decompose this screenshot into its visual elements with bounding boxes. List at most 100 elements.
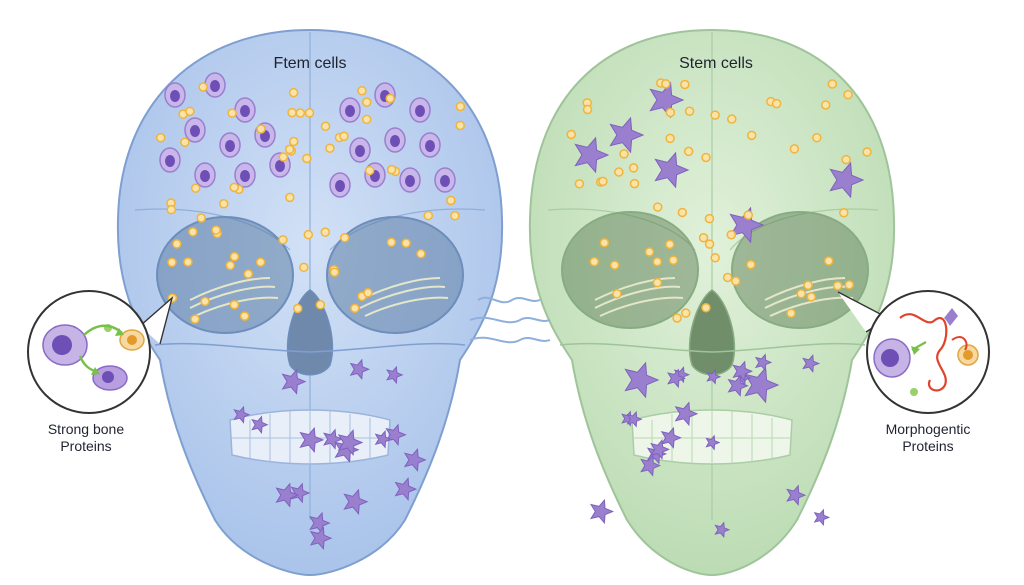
orange-dot [180, 137, 190, 147]
right-eye-socket-l [561, 211, 699, 329]
orange-dot [198, 82, 208, 92]
orange-dot [302, 153, 312, 164]
orange-dot [288, 136, 299, 147]
branched-cell [660, 426, 682, 449]
orange-dot [803, 280, 813, 291]
orange-dot [665, 239, 675, 250]
orange-dot [684, 106, 695, 117]
orange-dot [644, 247, 655, 257]
cell-nucleus [200, 170, 210, 182]
cell-nucleus [415, 105, 425, 117]
orange-dot [315, 300, 326, 310]
orange-dot [229, 251, 240, 262]
left-eye-socket-r [326, 216, 464, 334]
orange-dot [839, 207, 849, 218]
orange-dot [219, 199, 229, 209]
branched-cell [323, 428, 344, 450]
orange-dot [665, 133, 675, 144]
branched-cell [706, 368, 722, 385]
orange-dot [295, 108, 306, 118]
cell-layer [155, 72, 872, 551]
right-callout [837, 290, 990, 414]
orange-dot [665, 107, 676, 118]
cell-nucleus [210, 80, 220, 92]
orange-dot [668, 255, 679, 265]
orange-dot [225, 260, 235, 271]
orange-dot [661, 79, 671, 89]
orange-dot [629, 178, 640, 189]
orange-dot [820, 100, 831, 110]
connector-waves [469, 296, 551, 344]
branched-cell [744, 366, 780, 404]
orange-dot [574, 179, 585, 189]
cell-nucleus [440, 175, 450, 187]
orange-dot [188, 227, 198, 237]
branched-cell [714, 521, 731, 539]
orange-dot [155, 132, 166, 143]
orange-dot [166, 204, 177, 215]
branched-cell [650, 438, 670, 460]
orange-dot [704, 239, 715, 249]
cell-nucleus [335, 180, 345, 192]
cell-nucleus [405, 175, 415, 187]
cell-nucleus [355, 145, 365, 157]
orange-dot [726, 229, 737, 240]
right-callout-caption: Morphogentic Proteins [858, 421, 998, 455]
orange-dot [172, 239, 182, 249]
branched-cell [386, 365, 404, 385]
left-caption-line1: Strong bone [47, 421, 125, 437]
orange-dot [190, 183, 201, 193]
branched-cell [299, 426, 325, 453]
orange-dot [731, 276, 741, 286]
orange-dot [789, 144, 800, 154]
branched-cell [621, 410, 637, 427]
right-skull [528, 28, 896, 577]
orange-dot [285, 192, 295, 203]
left-caption-line2: Proteins [60, 438, 112, 454]
branched-cell [674, 401, 699, 427]
orange-dot [361, 114, 372, 125]
orange-dot [385, 93, 395, 104]
branched-cell [385, 423, 407, 447]
branched-cell [343, 488, 369, 515]
orange-dot [339, 233, 350, 243]
branched-cell [802, 354, 821, 373]
orange-dot [350, 303, 360, 314]
branched-cell [786, 484, 807, 506]
orange-dot [710, 253, 720, 263]
orange-dot [284, 144, 295, 155]
orange-dot [609, 260, 620, 270]
cell-nucleus [240, 170, 250, 182]
left-callout [27, 290, 174, 414]
branched-cell [251, 415, 269, 434]
branched-cell [654, 151, 690, 189]
orange-dot [288, 87, 299, 98]
orange-dot [862, 147, 872, 157]
cell-nucleus [425, 140, 435, 152]
orange-dot [598, 176, 608, 187]
orange-dot [832, 280, 843, 291]
branched-cell [281, 368, 307, 395]
orange-dot [386, 164, 397, 175]
orange-dot [619, 149, 629, 159]
orange-dot [727, 114, 737, 124]
cell-nucleus [240, 105, 250, 117]
branched-cell [309, 526, 333, 551]
orange-dot [704, 213, 715, 224]
cell-nucleus [275, 160, 285, 172]
branched-cell [732, 360, 753, 383]
orange-dot [786, 308, 796, 318]
orange-dot [243, 269, 254, 279]
orange-dot [320, 227, 331, 237]
branched-cell [667, 368, 686, 389]
orange-dot [386, 237, 397, 248]
cell-nucleus [170, 90, 180, 102]
branched-cell [374, 430, 393, 449]
branched-cell [233, 405, 251, 424]
orange-dot [652, 202, 663, 212]
orange-dot [710, 110, 720, 120]
orange-dot [683, 146, 694, 157]
left-callout-caption: Strong bone Proteins [16, 421, 156, 455]
orange-dot [771, 98, 782, 109]
